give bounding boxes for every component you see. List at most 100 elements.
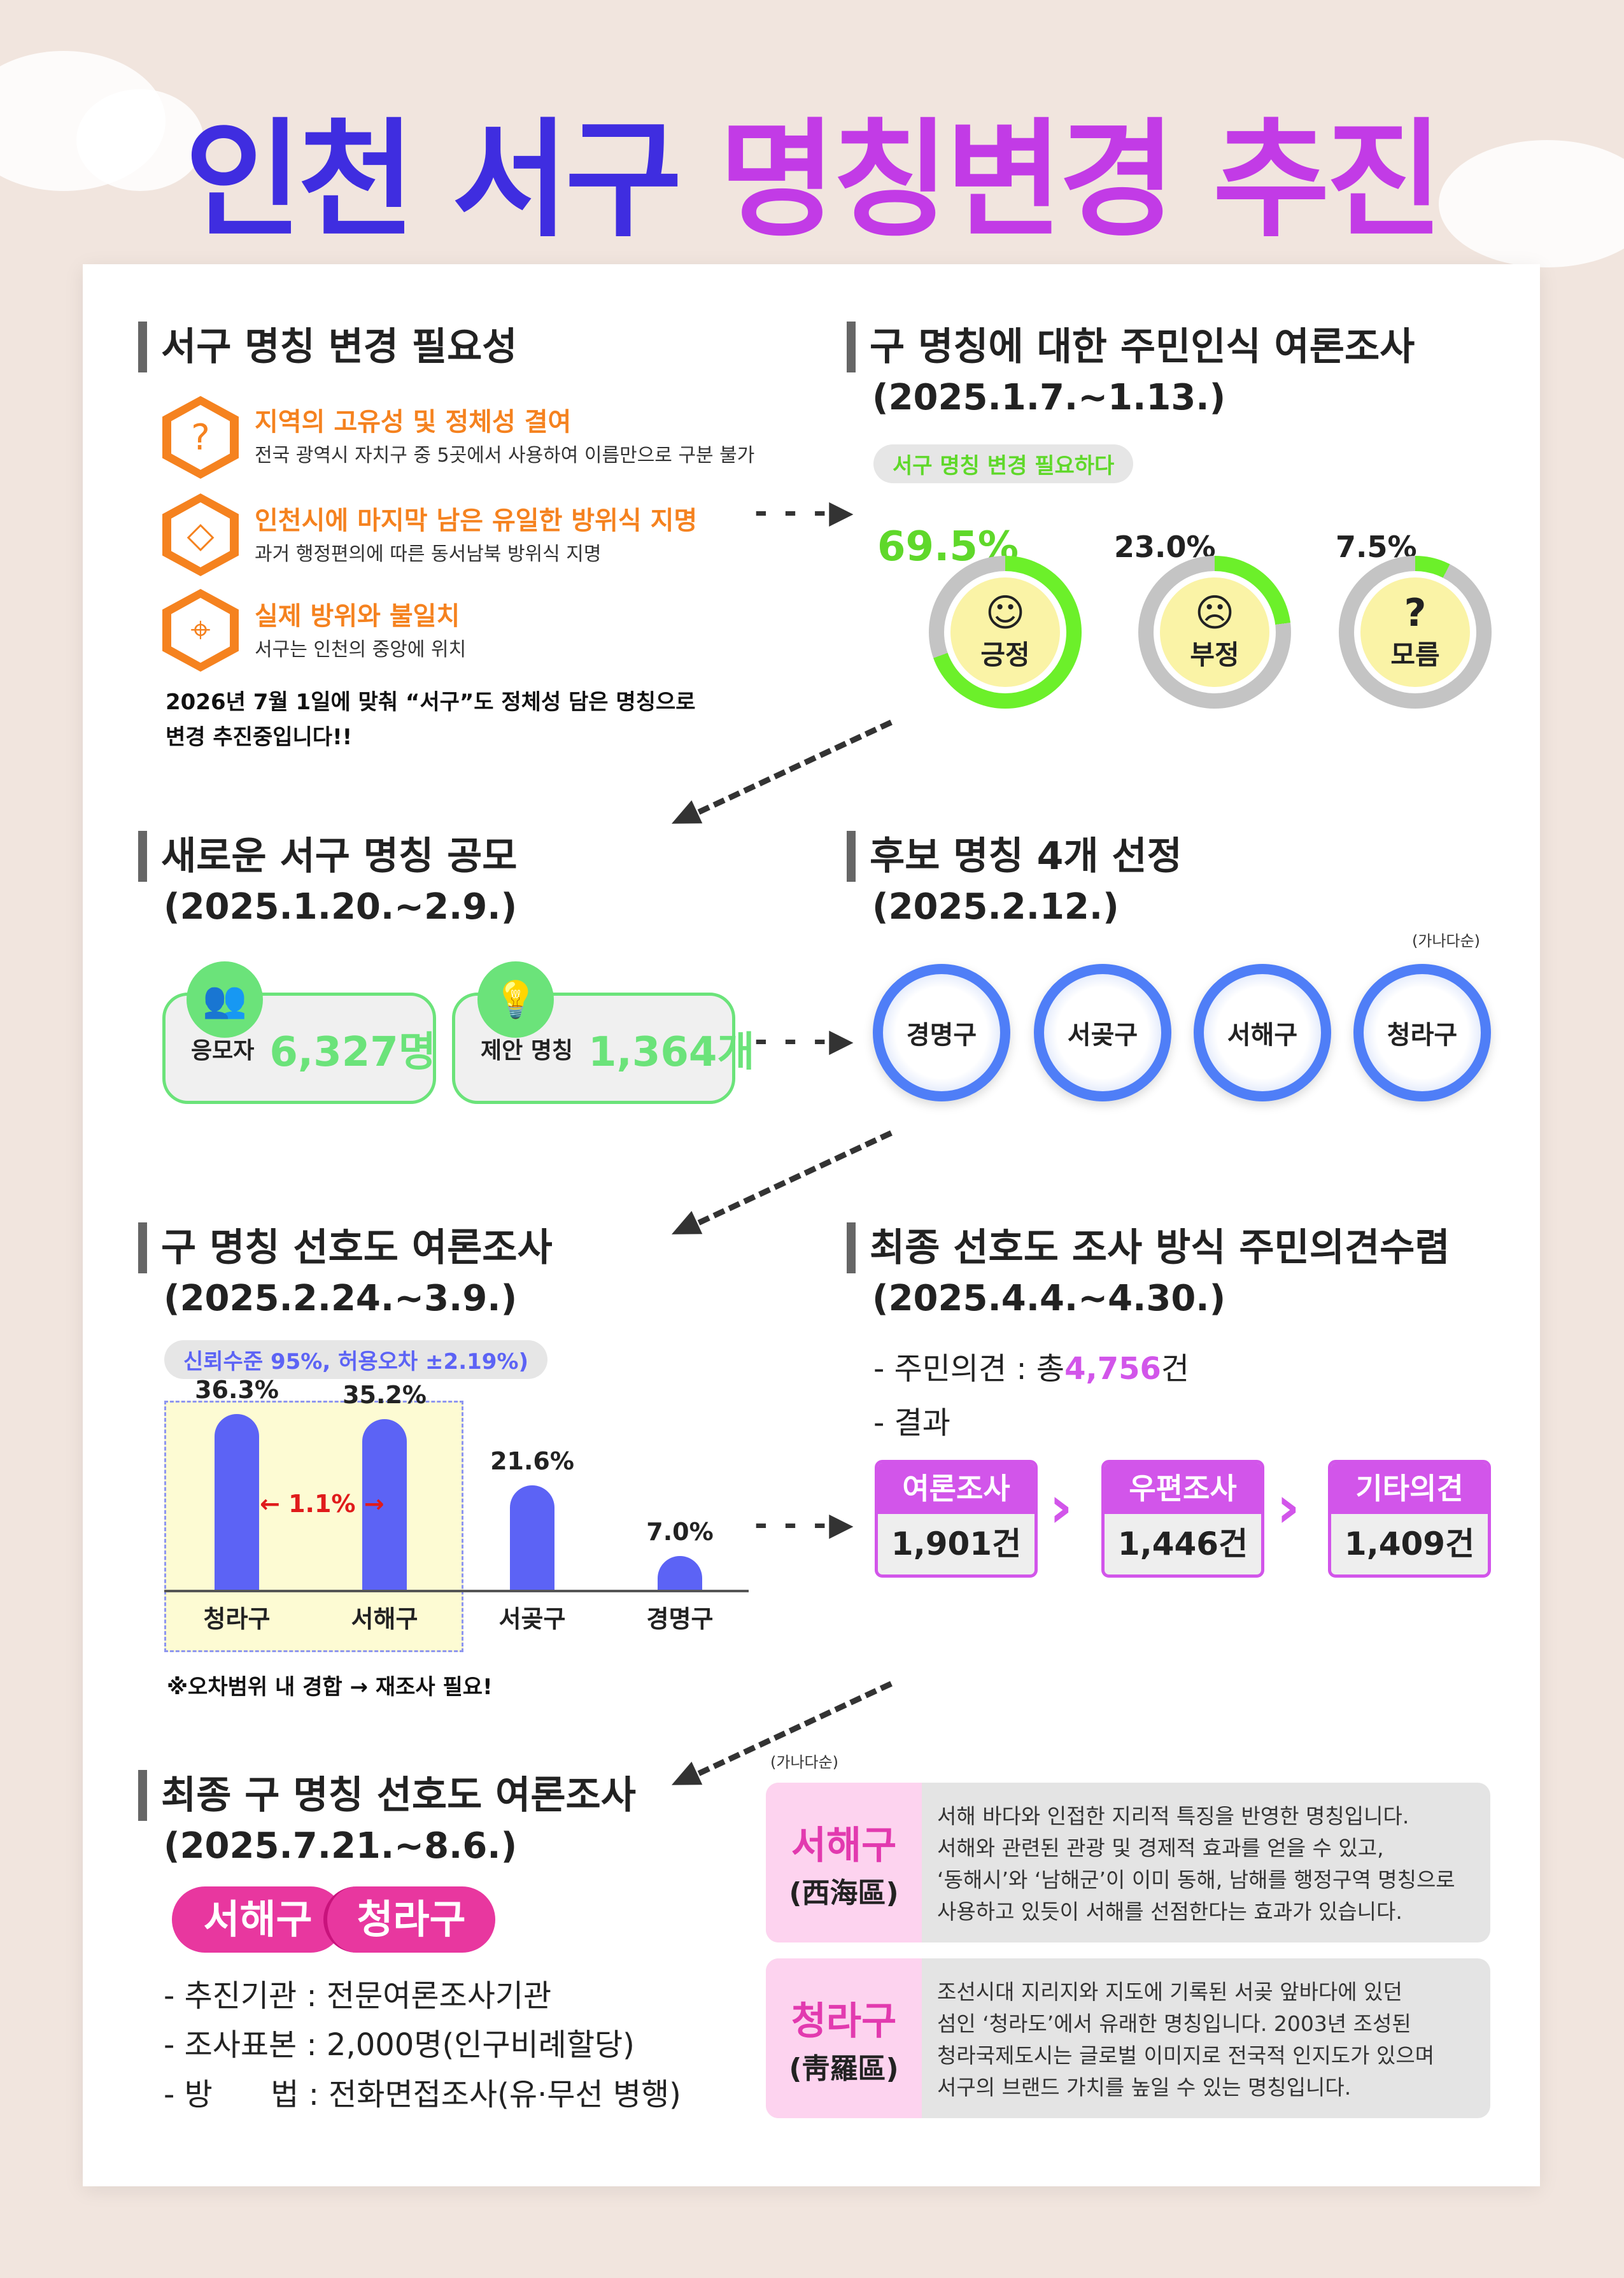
method-box: 여론조사 1,901건 xyxy=(875,1460,1038,1578)
method-label: 여론조사 xyxy=(878,1463,1034,1514)
confidence-pill: 신뢰수준 95%, 허용오차 ±2.19%) xyxy=(164,1340,548,1379)
donut-negative: ☹ 부정 xyxy=(1138,556,1291,709)
name-title: 서해구 xyxy=(791,1823,897,1868)
page-title: 인천 서구 명칭변경 추진 xyxy=(185,106,1443,255)
desc-line: 서구의 브랜드 가치를 높일 수 있는 명칭입니다. xyxy=(937,2075,1352,2100)
people-icon: 👥 xyxy=(187,961,263,1038)
method-label: 기타의견 xyxy=(1331,1463,1488,1514)
order-note: (가나다순) xyxy=(770,1753,839,1771)
finalist-pill: 청라구 xyxy=(323,1886,495,1953)
compass-icon: ◇ xyxy=(162,493,239,576)
desc-line: 사용하고 있듯이 서해를 선점한다는 효과가 있습니다. xyxy=(937,1899,1402,1924)
donut-label: 부정 xyxy=(1190,639,1239,670)
bar-category-label: 서곶구 xyxy=(498,1605,566,1633)
method-box: 기타의견 1,409건 xyxy=(1328,1460,1491,1578)
desc-line: ‘동해시’와 ‘남해군’이 이미 동해, 남해를 행정구역 명칭으로 xyxy=(937,1867,1455,1892)
close-race-highlight xyxy=(164,1401,463,1652)
bar-value-label: 21.6% xyxy=(490,1447,574,1475)
section-heading: 최종 구 명칭 선호도 여론조사 xyxy=(138,1770,636,1821)
result-label: - 결과 xyxy=(873,1405,950,1441)
rerun-note: ※오차범위 내 경합 → 재조사 필요! xyxy=(167,1674,493,1700)
cloud-decoration xyxy=(76,89,204,191)
candidate: 경명구 xyxy=(873,964,1010,1101)
bar-value-label: 7.0% xyxy=(646,1517,714,1546)
frown-icon: ☹ xyxy=(1194,590,1235,635)
chevron-right-icon: › xyxy=(1049,1474,1073,1541)
note: 변경 추진중입니다!! xyxy=(166,725,353,750)
method-label: 우편조사 xyxy=(1105,1463,1261,1514)
name-title: 청라구 xyxy=(791,1999,897,2044)
proposals-label: 제안 명칭 xyxy=(481,1037,574,1064)
note: 2026년 7월 1일에 맞춰 “서구”도 정체성 담은 명칭으로 xyxy=(166,690,696,715)
candidate: 청라구 xyxy=(1353,964,1491,1101)
lightbulb-icon: 💡 xyxy=(477,961,554,1038)
desc-line: 청라국제도시는 글로벌 이미지로 전국적 인지도가 있으며 xyxy=(937,2043,1435,2068)
section-heading: 최종 선호도 조사 방식 주민의견수렴 xyxy=(847,1222,1450,1273)
method-count: 1,409건 xyxy=(1344,1525,1475,1562)
method-count: 1,446건 xyxy=(1117,1525,1248,1562)
section-heading: 후보 명칭 4개 선정 xyxy=(847,831,1182,882)
finalist-pill: 서해구 xyxy=(172,1886,344,1953)
name-hanja: (靑羅區) xyxy=(789,2053,899,2085)
arrow-right-icon: - - -▶ xyxy=(754,1022,856,1059)
section-date: (2025.1.20.~2.9.) xyxy=(164,886,518,928)
gap-label: ← 1.1% → xyxy=(260,1490,385,1518)
donut-unknown: ? 모름 xyxy=(1339,556,1492,709)
applicants-value: 6,327명 xyxy=(269,1028,436,1076)
candidate: 서해구 xyxy=(1194,964,1331,1101)
chart-baseline xyxy=(164,1590,749,1592)
order-note: (가나다순) xyxy=(1412,932,1481,950)
method-count: 1,901건 xyxy=(891,1525,1022,1562)
smile-icon: ☺ xyxy=(985,590,1026,635)
section-heading: 서구 명칭 변경 필요성 xyxy=(138,322,517,372)
section-heading: 새로운 서구 명칭 공모 xyxy=(138,831,517,882)
section-heading: 구 명칭 선호도 여론조사 xyxy=(138,1222,553,1273)
opinion-total-value: 4,756 xyxy=(1064,1351,1161,1387)
desc-line: 섬인 ‘청라도’에서 유래한 명칭입니다. 2003년 조성된 xyxy=(937,2011,1411,2036)
bar-category-label: 경명구 xyxy=(646,1605,714,1633)
bar xyxy=(215,1414,259,1590)
map-question-icon: ? xyxy=(162,396,239,479)
arrow-right-icon: - - -▶ xyxy=(754,493,856,530)
bar-value-label: 35.2% xyxy=(342,1381,427,1410)
bar xyxy=(510,1485,554,1590)
section-date: (2025.2.24.~3.9.) xyxy=(164,1278,518,1319)
survey-detail: - 추진기관 : 전문여론조사기관 xyxy=(164,1978,552,2014)
bar-category-label: 서해구 xyxy=(351,1605,418,1633)
survey-detail: - 조사표본 : 2,000명(인구비례할당) xyxy=(164,2027,635,2063)
reason-title: 지역의 고유성 및 정체성 결여 xyxy=(255,407,572,437)
opinion-prefix: - 주민의견 : 총 xyxy=(873,1351,1065,1387)
opinion-total: - 주민의견 : 총4,756건 xyxy=(873,1343,1189,1388)
survey-detail: - 방 법 : 전화면접조사(유·무선 병행) xyxy=(164,2077,681,2112)
donut-positive: ☺ 긍정 xyxy=(929,556,1082,709)
applicants-label: 응모자 xyxy=(191,1037,255,1064)
section-heading: 구 명칭에 대한 주민인식 여론조사 xyxy=(847,322,1415,372)
name-hanja: (西海區) xyxy=(789,1877,899,1909)
method-box: 우편조사 1,446건 xyxy=(1101,1460,1264,1578)
survey-pill: 서구 명칭 변경 필요하다 xyxy=(873,444,1134,483)
bar xyxy=(362,1419,407,1590)
chevron-right-icon: › xyxy=(1276,1474,1301,1541)
desc-line: 서해 바다와 인접한 지리적 특징을 반영한 명칭입니다. xyxy=(937,1804,1409,1829)
opinion-suffix: 건 xyxy=(1161,1351,1190,1387)
proposals-value: 1,364개 xyxy=(588,1028,755,1076)
reason-desc: 과거 행정편의에 따른 동서남북 방위식 지명 xyxy=(255,543,602,565)
reason-desc: 서구는 인천의 중앙에 위치 xyxy=(255,639,467,661)
arrow-right-icon: - - -▶ xyxy=(754,1506,856,1543)
section-date: (2025.7.21.~8.6.) xyxy=(164,1825,518,1867)
question-icon: ? xyxy=(1404,590,1427,635)
cloud-decoration xyxy=(1439,140,1624,267)
candidate: 서곶구 xyxy=(1034,964,1171,1101)
reason-title: 인천시에 마지막 남은 유일한 방위식 지명 xyxy=(255,506,698,535)
desc-line: 조선시대 지리지와 지도에 기록된 서곶 앞바다에 있던 xyxy=(937,1979,1402,2004)
donut-label: 모름 xyxy=(1390,639,1440,670)
section-date: (2025.2.12.) xyxy=(872,886,1119,928)
bar-category-label: 청라구 xyxy=(203,1605,271,1633)
desc-line: 서해와 관련된 관광 및 경제적 효과를 얻을 수 있고, xyxy=(937,1836,1384,1860)
reason-desc: 전국 광역시 자치구 중 5곳에서 사용하여 이름만으로 구분 불가 xyxy=(255,444,755,467)
name-card: 서해구 (西海區) 서해 바다와 인접한 지리적 특징을 반영한 명칭입니다. 서해… xyxy=(766,1783,1490,1942)
bar xyxy=(658,1555,702,1590)
donut-label: 긍정 xyxy=(980,639,1030,670)
reason-title: 실제 방위와 불일치 xyxy=(255,602,460,631)
